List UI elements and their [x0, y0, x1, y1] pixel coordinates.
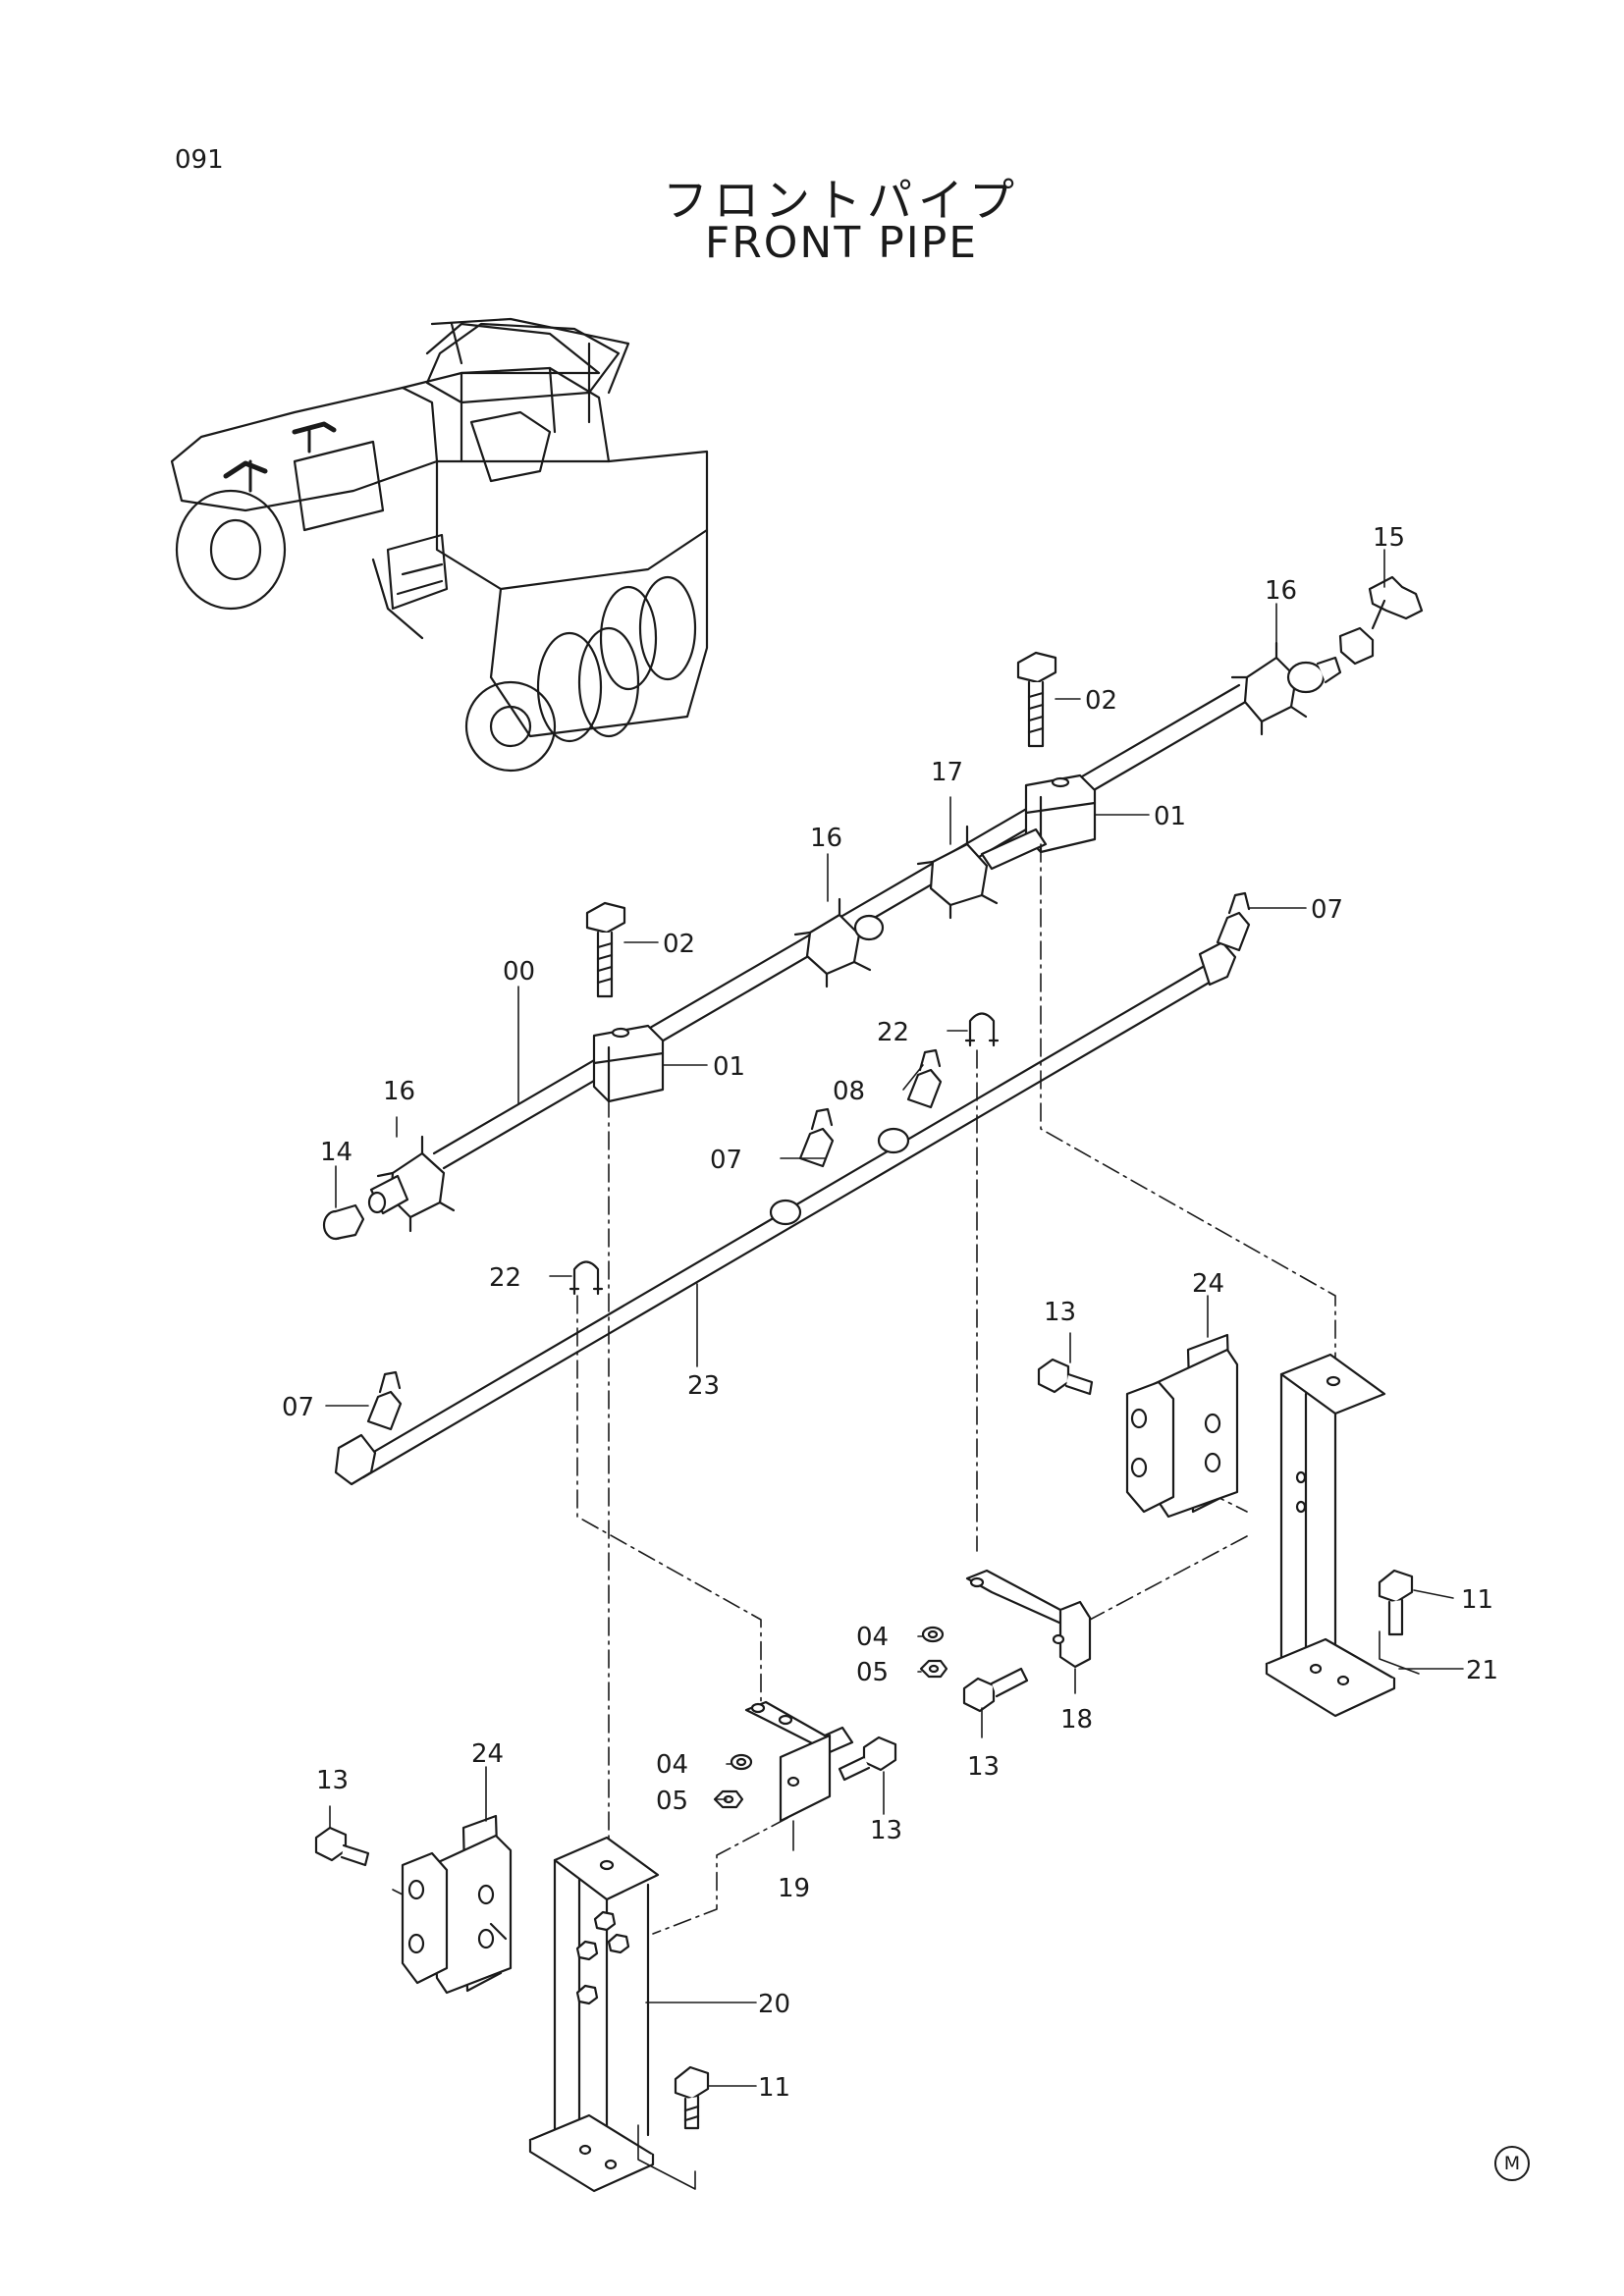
callout-16-left: 16: [383, 1077, 415, 1106]
grease-nipple-08: [877, 1048, 943, 1154]
callout-02-lower: 02: [663, 930, 695, 959]
callout-11-upper: 11: [1461, 1585, 1493, 1615]
callout-04-upper: 04: [856, 1623, 889, 1652]
washer-04-upper: [921, 1626, 945, 1643]
footer-marker: M: [1494, 2146, 1530, 2181]
joint-16-right: [1230, 641, 1342, 736]
callout-17: 17: [931, 758, 963, 787]
column-21: [1265, 1353, 1396, 1718]
callout-14: 14: [320, 1138, 352, 1167]
callout-19: 19: [778, 1874, 810, 1903]
bolt-11-upper: [1378, 1569, 1414, 1636]
bracket-24-lower: [401, 1814, 513, 1995]
cap-14: [322, 1203, 365, 1241]
callout-24-lower: 24: [471, 1739, 504, 1769]
callout-13-lower-right: 13: [870, 1816, 902, 1845]
callout-23: 23: [687, 1371, 720, 1401]
callout-08: 08: [833, 1077, 865, 1106]
joint-17: [916, 825, 1048, 920]
bolt-13-middle: [962, 1667, 1029, 1713]
callout-07-right: 07: [1311, 895, 1343, 925]
callout-21: 21: [1466, 1656, 1498, 1685]
bolt-02-upper: [1016, 651, 1057, 748]
u-bolt-22-upper: [964, 1012, 1000, 1047]
grease-nipple-07-left: [366, 1370, 403, 1431]
callout-22-lower: 22: [489, 1263, 521, 1293]
callout-00: 00: [503, 957, 535, 987]
callout-07-middle: 07: [710, 1146, 742, 1175]
callout-05-lower: 05: [656, 1787, 688, 1816]
grease-nipple-07-right: [1216, 891, 1251, 952]
u-bolt-22-lower: [568, 1260, 604, 1296]
bracket-24-upper: [1125, 1333, 1239, 1519]
title-english: FRONT PIPE: [704, 218, 979, 268]
callout-16-middle: 16: [810, 824, 842, 853]
callout-22-upper: 22: [877, 1018, 909, 1047]
callout-11-lower: 11: [758, 2073, 790, 2103]
title-japanese: フロントパイプ: [663, 174, 1020, 227]
callout-13-upper: 13: [1044, 1298, 1076, 1327]
bolt-13-lower-left: [314, 1826, 370, 1867]
callout-04-lower: 04: [656, 1750, 688, 1780]
page-number: 091: [175, 145, 224, 175]
joint-16-middle: [793, 897, 885, 988]
machine-overview-illustration: [170, 317, 709, 773]
callout-13-middle: 13: [967, 1752, 1000, 1782]
column-20: [528, 1836, 660, 2193]
nut-05-upper: [919, 1659, 948, 1679]
bolt-02-lower: [585, 901, 626, 998]
callout-labels: 15 16 02 01 17 16 07 02 00 22 01 08 16 0…: [282, 523, 1498, 2103]
fitting-15: [1338, 575, 1424, 666]
callout-24-upper: 24: [1192, 1269, 1224, 1299]
callout-02-upper: 02: [1085, 686, 1117, 716]
callout-13-lower-left: 13: [316, 1766, 349, 1795]
bracket-19: [744, 1700, 854, 1823]
clamp-lower: [592, 1024, 665, 1103]
callout-05-upper: 05: [856, 1658, 889, 1687]
bolt-13-upper-left: [1037, 1358, 1094, 1396]
leader-lines: [325, 549, 1464, 2087]
grease-nipple-07-middle: [769, 1107, 835, 1226]
callout-01-lower: 01: [713, 1052, 745, 1082]
callout-16-right: 16: [1265, 576, 1297, 606]
joint-16-left: [367, 1135, 456, 1233]
callout-01-upper: 01: [1154, 802, 1186, 831]
callout-18: 18: [1060, 1705, 1093, 1735]
callout-15: 15: [1373, 523, 1405, 553]
callout-07-left: 07: [282, 1393, 314, 1422]
washer-04-lower: [730, 1753, 753, 1771]
callout-20: 20: [758, 1990, 790, 2019]
bolt-11-lower: [674, 2065, 710, 2130]
bracket-18: [965, 1569, 1092, 1669]
bolt-13-lower-right: [838, 1735, 897, 1782]
